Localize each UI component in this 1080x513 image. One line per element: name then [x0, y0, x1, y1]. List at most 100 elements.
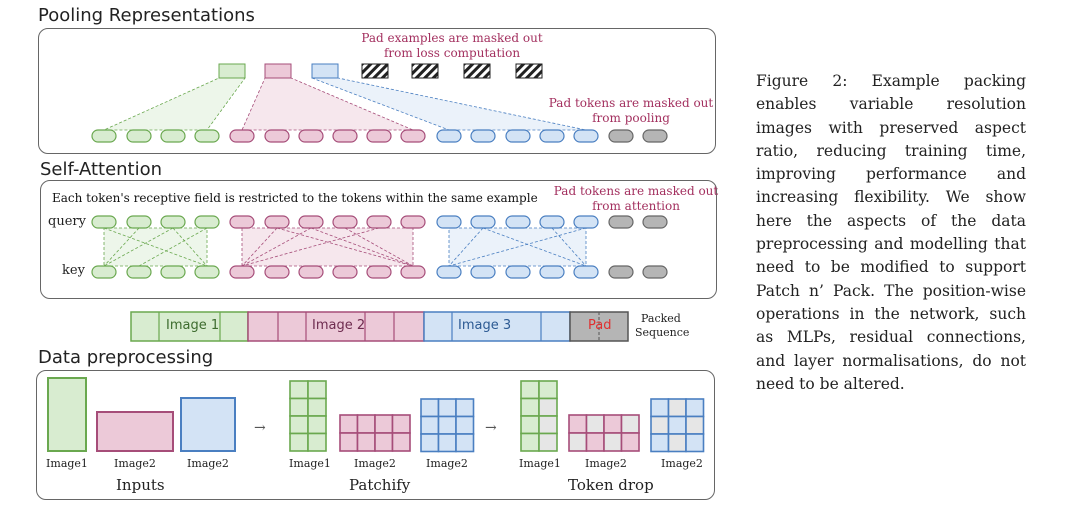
- dropped-patch: [538, 432, 558, 452]
- dropped-patch: [603, 432, 623, 452]
- input-image2: [96, 411, 174, 452]
- patch-image1: [307, 397, 327, 417]
- patch-image1: [307, 432, 327, 452]
- token-b: [539, 265, 565, 279]
- tokendrop-label-image1: Image1: [519, 457, 561, 470]
- token-p: [229, 265, 255, 279]
- receptive-field-note: Each token's receptive field is restrict…: [52, 191, 538, 205]
- token-p: [229, 215, 255, 229]
- dropped-patch: [585, 414, 605, 434]
- token-b: [436, 265, 462, 279]
- token-b: [573, 129, 599, 143]
- patch-image3: [420, 433, 440, 453]
- token-b: [470, 265, 496, 279]
- token-p: [298, 215, 324, 229]
- token-p: [366, 265, 392, 279]
- token-g: [126, 265, 152, 279]
- patchify-label-image2: Image2: [354, 457, 396, 470]
- attention-link: [276, 227, 414, 267]
- token-p: [400, 215, 426, 229]
- pad-example-hatched: [515, 63, 543, 79]
- patch-image2: [391, 414, 411, 434]
- patch-image1: [289, 397, 309, 417]
- attention-link: [448, 227, 484, 267]
- packed-segment-image1: [130, 311, 249, 342]
- tokendrop-label-image3: Image2: [661, 457, 703, 470]
- patch-image1: [289, 432, 309, 452]
- patch-image3: [650, 433, 670, 453]
- token-p: [366, 129, 392, 143]
- packed-sequence-label-line2: Sequence: [635, 326, 690, 339]
- dropped-patch: [667, 398, 687, 418]
- patch-image2: [585, 432, 605, 452]
- query-label: query: [48, 214, 86, 229]
- token-pad: [642, 265, 668, 279]
- input-image3: [180, 397, 236, 452]
- patch-image1: [307, 380, 327, 400]
- pad-example-hatched: [463, 63, 491, 79]
- token-p: [332, 129, 358, 143]
- attention-link: [448, 227, 587, 267]
- patch-image3: [455, 433, 475, 453]
- token-g: [194, 215, 220, 229]
- token-b: [505, 265, 531, 279]
- dropped-patch: [568, 432, 588, 452]
- patch-image3: [667, 415, 687, 435]
- pad-tokens-attention-note: Pad tokens are masked out from attention: [553, 184, 719, 214]
- patch-image3: [455, 415, 475, 435]
- patch-image2: [391, 432, 411, 452]
- patch-image1: [289, 380, 309, 400]
- token-b: [470, 129, 496, 143]
- patch-image1: [520, 380, 540, 400]
- token-g: [91, 129, 117, 143]
- patch-image1: [289, 415, 309, 435]
- inputs-label-image3: Image2: [187, 457, 229, 470]
- packed-segment-image2: [247, 311, 425, 342]
- packed-sequence-label-line1: Packed: [641, 312, 681, 325]
- attention-panel: [40, 180, 717, 299]
- patch-image2: [374, 432, 394, 452]
- attention-link: [138, 227, 208, 267]
- patch-image2: [356, 432, 376, 452]
- token-p: [229, 129, 255, 143]
- pad-tokens-attention-note-line2: from attention: [592, 199, 680, 213]
- token-p: [332, 265, 358, 279]
- dropped-patch: [620, 414, 640, 434]
- dropped-patch: [685, 415, 705, 435]
- token-g: [126, 215, 152, 229]
- packed-segment-pad: [569, 311, 629, 342]
- attention-section-title: Self-Attention: [40, 159, 163, 180]
- patchify-group-label: Patchify: [349, 476, 411, 494]
- patch-image1: [520, 432, 540, 452]
- attention-diagram: [91, 215, 668, 279]
- packed-sequence: [130, 311, 629, 342]
- attention-link: [241, 227, 312, 267]
- patch-image2: [374, 414, 394, 434]
- patch-image2: [339, 432, 359, 452]
- packed-segment-image3: [423, 311, 571, 342]
- token-p: [332, 215, 358, 229]
- patch-image2: [568, 414, 588, 434]
- input-image1: [47, 377, 87, 452]
- pad-examples-note-line1: Pad examples are masked out: [361, 31, 543, 45]
- packed-label-image3: Image 3: [458, 318, 512, 333]
- patch-image3: [650, 398, 670, 418]
- token-p: [366, 215, 392, 229]
- packed-label-image1: Image 1: [166, 318, 220, 333]
- pooled-token-blue: [311, 63, 339, 79]
- dropped-patch: [650, 415, 670, 435]
- inputs-group-label: Inputs: [116, 476, 165, 494]
- token-b: [539, 215, 565, 229]
- patch-image2: [356, 414, 376, 434]
- patchify-label-image1: Image1: [289, 457, 331, 470]
- token-p: [264, 129, 290, 143]
- inputs-label-image2: Image2: [114, 457, 156, 470]
- packed-sequence-label: Packed Sequence: [635, 312, 689, 340]
- token-pad: [608, 129, 634, 143]
- dropped-patch: [538, 415, 558, 435]
- patch-image1: [307, 415, 327, 435]
- pad-example-hatched: [411, 63, 439, 79]
- patch-image3: [420, 398, 440, 418]
- pad-tokens-pooling-note-line1: Pad tokens are masked out: [548, 96, 714, 110]
- token-b: [573, 265, 599, 279]
